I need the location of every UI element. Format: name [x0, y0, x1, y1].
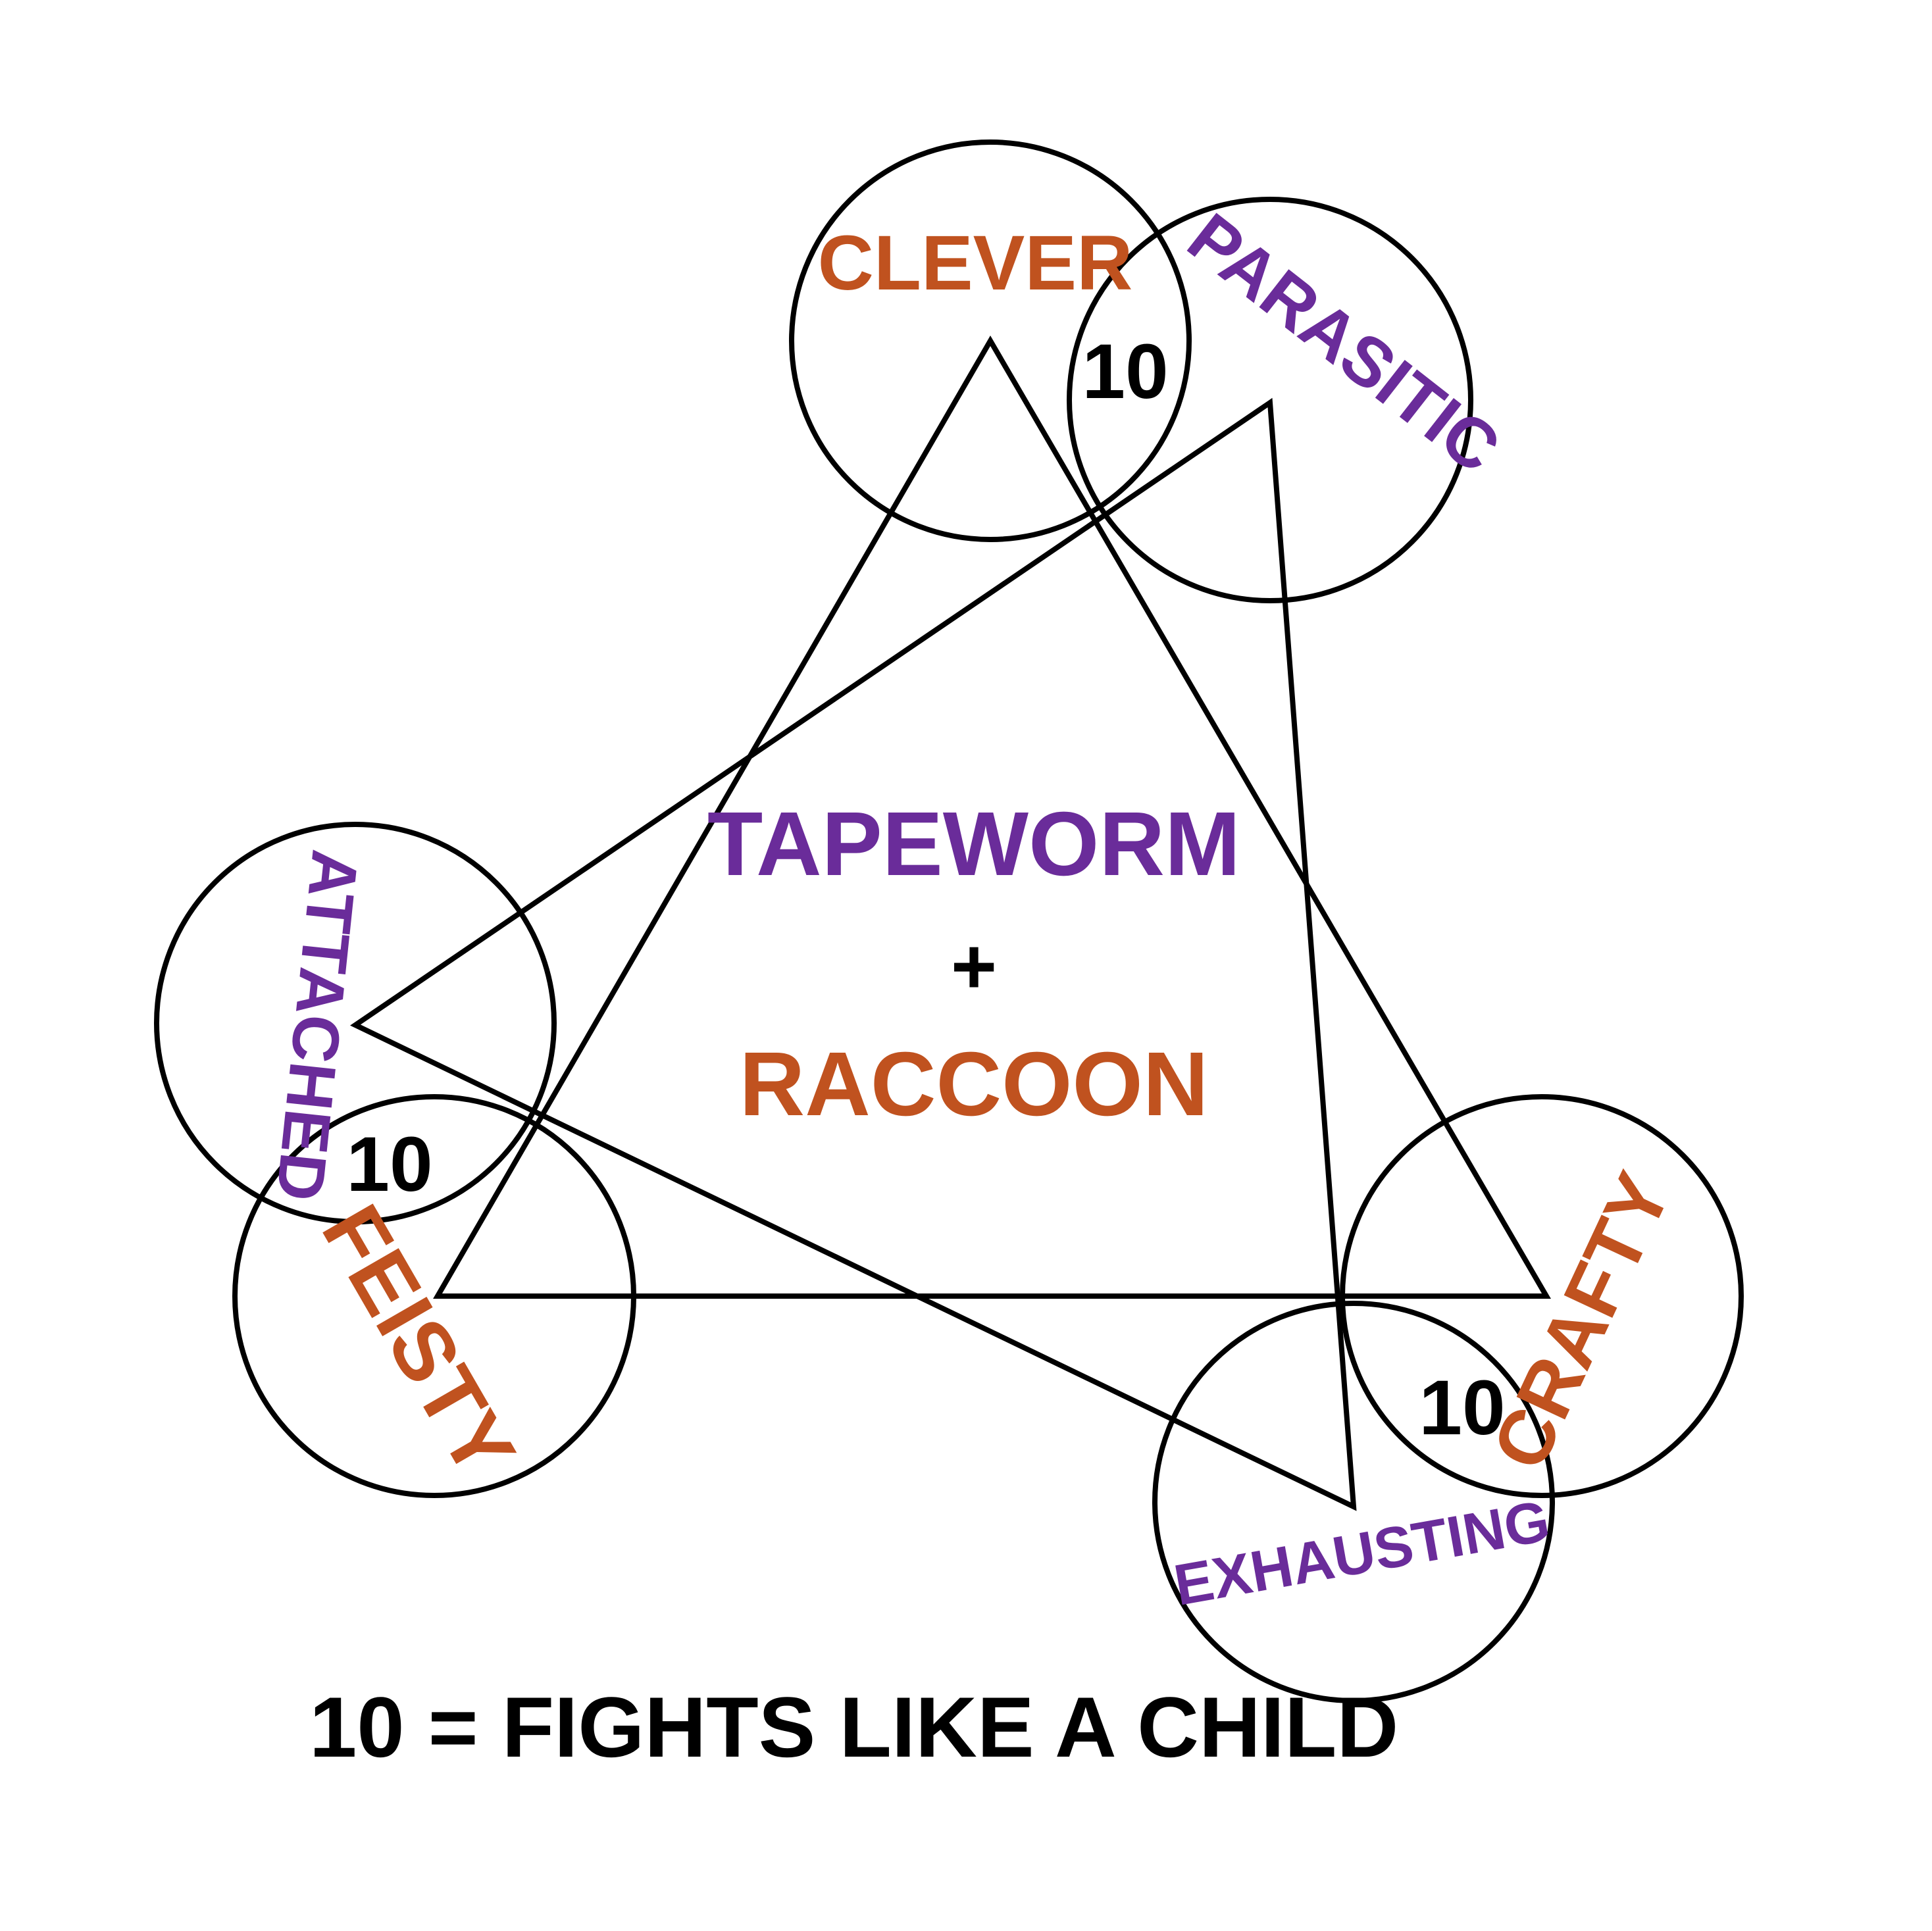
circle-exhausting	[1152, 1301, 1555, 1703]
triangle-raccoon	[433, 336, 1551, 1299]
center-title-raccoon: RACCOON	[740, 1034, 1209, 1135]
trait-feisty: FEISTY	[304, 1190, 533, 1492]
circle-clever	[789, 139, 1192, 542]
overlap-number-left: 10	[346, 1121, 432, 1208]
trait-crafty: CRAFTY	[1476, 1160, 1688, 1482]
overlap-number-top: 10	[1082, 328, 1168, 415]
overlap-number-right: 10	[1419, 1365, 1505, 1451]
trait-clever: CLEVER	[818, 220, 1133, 307]
circle-parasitic	[1067, 197, 1473, 603]
legend-text: 10 = FIGHTS LIKE A CHILD	[309, 1679, 1398, 1775]
center-plus-sign: +	[951, 922, 997, 1011]
center-title-tapeworm: TAPEWORM	[707, 793, 1240, 895]
triangle-tapeworm	[350, 397, 1357, 1511]
trait-exhausting: EXHAUSTING	[1169, 1488, 1554, 1618]
circle-attached	[154, 822, 557, 1224]
